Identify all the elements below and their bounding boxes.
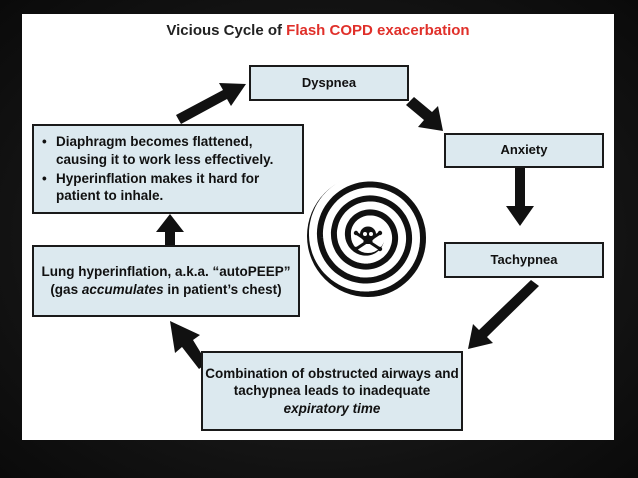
slide: Vicious Cycle of Flash COPD exacerbation [22, 14, 614, 440]
diagram-graphics [156, 83, 539, 369]
node-diaphragm-bullet-2: Hyperinflation makes it hard for patient… [42, 170, 296, 205]
node-tachypnea: Tachypnea [444, 242, 604, 278]
node-dyspnea: Dyspnea [249, 65, 409, 101]
title-accent: Flash COPD exacerbation [286, 22, 470, 39]
arrow-diaphragm-to-dyspnea [176, 83, 246, 124]
node-hyperinflation-line2-post: in patient’s chest) [163, 282, 282, 297]
arrow-dyspnea-to-anxiety [406, 97, 443, 131]
node-anxiety-label: Anxiety [500, 142, 548, 158]
node-diaphragm-bullets: Diaphragm becomes flattened, causing it … [42, 132, 296, 205]
node-hyperinflation: Lung hyperinflation, a.k.a. “autoPEEP” (… [32, 245, 300, 317]
node-diaphragm-bullet-1: Diaphragm becomes flattened, causing it … [42, 133, 296, 168]
arrow-tachypnea-to-combination [468, 280, 539, 349]
diagram-title: Vicious Cycle of Flash COPD exacerbation [22, 22, 614, 39]
node-combination-line1: Combination of obstructed airways and [205, 365, 459, 381]
arrow-hyperinflation-to-diaphragm [156, 214, 184, 246]
node-diaphragm: Diaphragm becomes flattened, causing it … [32, 124, 304, 214]
node-hyperinflation-line2-em: accumulates [81, 282, 164, 297]
node-dyspnea-label: Dyspnea [301, 74, 357, 90]
skull-and-crossbones-icon [353, 226, 383, 252]
node-tachypnea-label: Tachypnea [490, 251, 558, 267]
node-hyperinflation-line1: Lung hyperinflation, a.k.a. “autoPEEP” [41, 264, 291, 280]
arrow-combination-to-hyperinflation [170, 321, 207, 369]
node-combination-line2: tachypnea leads to inadequate [233, 383, 431, 399]
node-combination: Combination of obstructed airways and ta… [201, 351, 463, 431]
title-prefix: Vicious Cycle of [166, 22, 287, 39]
node-hyperinflation-line2: (gas accumulates in patient’s chest) [41, 281, 290, 299]
node-hyperinflation-line2-pre: (gas [50, 282, 82, 297]
node-anxiety: Anxiety [444, 133, 604, 168]
arrow-anxiety-to-tachypnea [506, 164, 534, 226]
node-combination-line3: expiratory time [283, 400, 381, 416]
